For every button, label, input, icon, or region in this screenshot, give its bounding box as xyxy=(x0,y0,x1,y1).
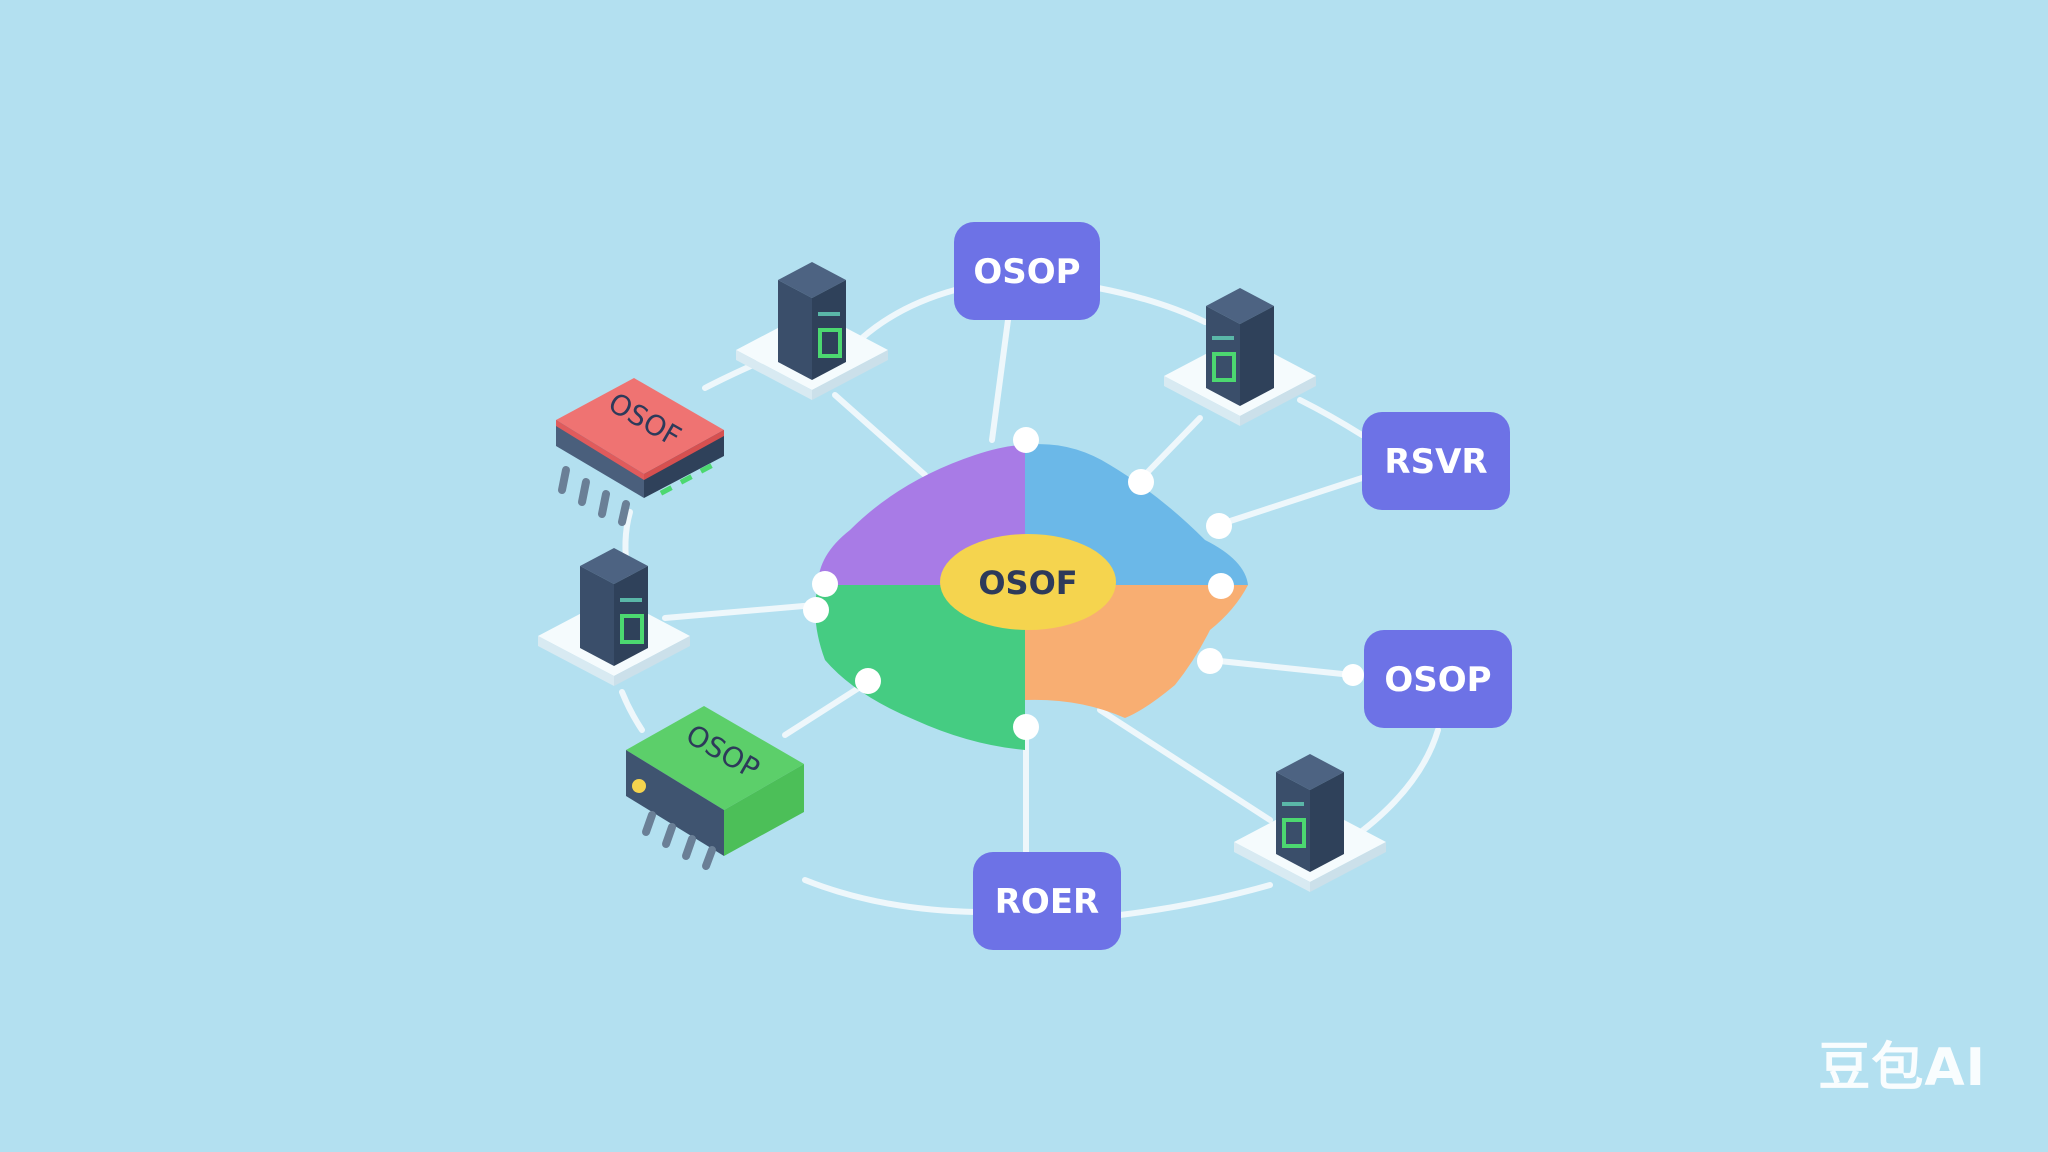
node-box xyxy=(954,222,1100,320)
server-base-shadow xyxy=(1240,376,1316,426)
spoke-link xyxy=(1137,415,1203,483)
node-label: OSOP xyxy=(973,252,1080,292)
spoke-link xyxy=(1097,707,1273,823)
ring-link xyxy=(1117,882,1273,918)
server-right xyxy=(1240,306,1274,406)
spoke-link xyxy=(832,392,928,478)
server-led xyxy=(1212,336,1234,340)
node-roer[interactable]: ROER xyxy=(973,852,1121,950)
spoke-link xyxy=(989,317,1011,443)
hub-segment-green xyxy=(815,585,1025,750)
red-switch-icon: OSOF xyxy=(556,378,724,526)
ring-link xyxy=(1347,727,1441,843)
server-drive xyxy=(620,614,644,644)
switch-front-right xyxy=(724,764,804,856)
node-label: RSVR xyxy=(1384,442,1487,482)
central-hub: OSOF xyxy=(815,444,1248,750)
hub-center-ellipse xyxy=(940,534,1116,630)
junction-dot xyxy=(803,597,829,623)
switch-ports xyxy=(642,811,716,870)
spoke-link xyxy=(782,679,871,738)
server-left xyxy=(580,566,614,666)
switch-top-rim xyxy=(644,430,724,480)
switch-top xyxy=(626,706,804,810)
node-box xyxy=(1364,630,1512,728)
junction-dot xyxy=(1206,513,1232,539)
server-base-shadow xyxy=(736,350,812,400)
server-right xyxy=(1310,772,1344,872)
server-base-shadow xyxy=(1164,376,1240,426)
node-box xyxy=(1362,412,1510,510)
switch-top xyxy=(556,378,724,474)
connection-lines xyxy=(619,285,1441,918)
switch-front-left xyxy=(626,750,724,856)
server-drive xyxy=(818,328,842,358)
ring-link xyxy=(619,689,645,733)
server-led xyxy=(1282,802,1304,806)
ring-link xyxy=(802,877,978,915)
spoke-link xyxy=(662,602,818,621)
watermark-logo: 豆包AI xyxy=(1818,1038,1986,1098)
node-box xyxy=(973,852,1121,950)
junction-dot xyxy=(1013,714,1039,740)
server-drive xyxy=(1212,352,1236,382)
node-label: OSOP xyxy=(1384,660,1491,700)
ring-link xyxy=(1095,285,1208,325)
junction-dot xyxy=(855,668,881,694)
server-base-shadow xyxy=(538,636,614,686)
server-left xyxy=(778,280,812,380)
server-led xyxy=(620,598,642,602)
server-base-shadow xyxy=(1234,842,1310,892)
server-icon xyxy=(1234,754,1386,892)
switch-power-led xyxy=(632,779,646,793)
server-icon xyxy=(736,262,888,400)
server-icon xyxy=(538,548,690,686)
junction-dot xyxy=(1128,469,1154,495)
junction-dot xyxy=(1342,664,1364,686)
switch-ports xyxy=(558,466,630,526)
switch-top-rim xyxy=(556,420,644,480)
hub-center-label: OSOF xyxy=(978,564,1077,602)
junction-dot xyxy=(812,571,838,597)
spoke-link xyxy=(1207,657,1355,678)
server-base-shadow xyxy=(614,636,690,686)
ring-link xyxy=(859,287,958,341)
switch-leds xyxy=(659,463,713,496)
node-osop-top[interactable]: OSOP xyxy=(954,222,1100,320)
node-label: ROER xyxy=(995,882,1100,922)
junction-dots xyxy=(803,427,1364,740)
junction-dot xyxy=(1197,648,1223,674)
ring-link xyxy=(1297,397,1365,438)
junction-dot xyxy=(1013,427,1039,453)
node-osop-right[interactable]: OSOP xyxy=(1364,630,1512,728)
server-base-shadow xyxy=(812,350,888,400)
server-led xyxy=(818,312,840,316)
junction-dot xyxy=(1208,573,1234,599)
node-rsvr[interactable]: RSVR xyxy=(1362,412,1510,510)
green-switch-icon: OSOP xyxy=(626,706,804,870)
server-base-shadow xyxy=(1310,842,1386,892)
server-icon xyxy=(1164,288,1316,426)
spoke-link xyxy=(1215,475,1365,528)
server-drive xyxy=(1282,818,1306,848)
